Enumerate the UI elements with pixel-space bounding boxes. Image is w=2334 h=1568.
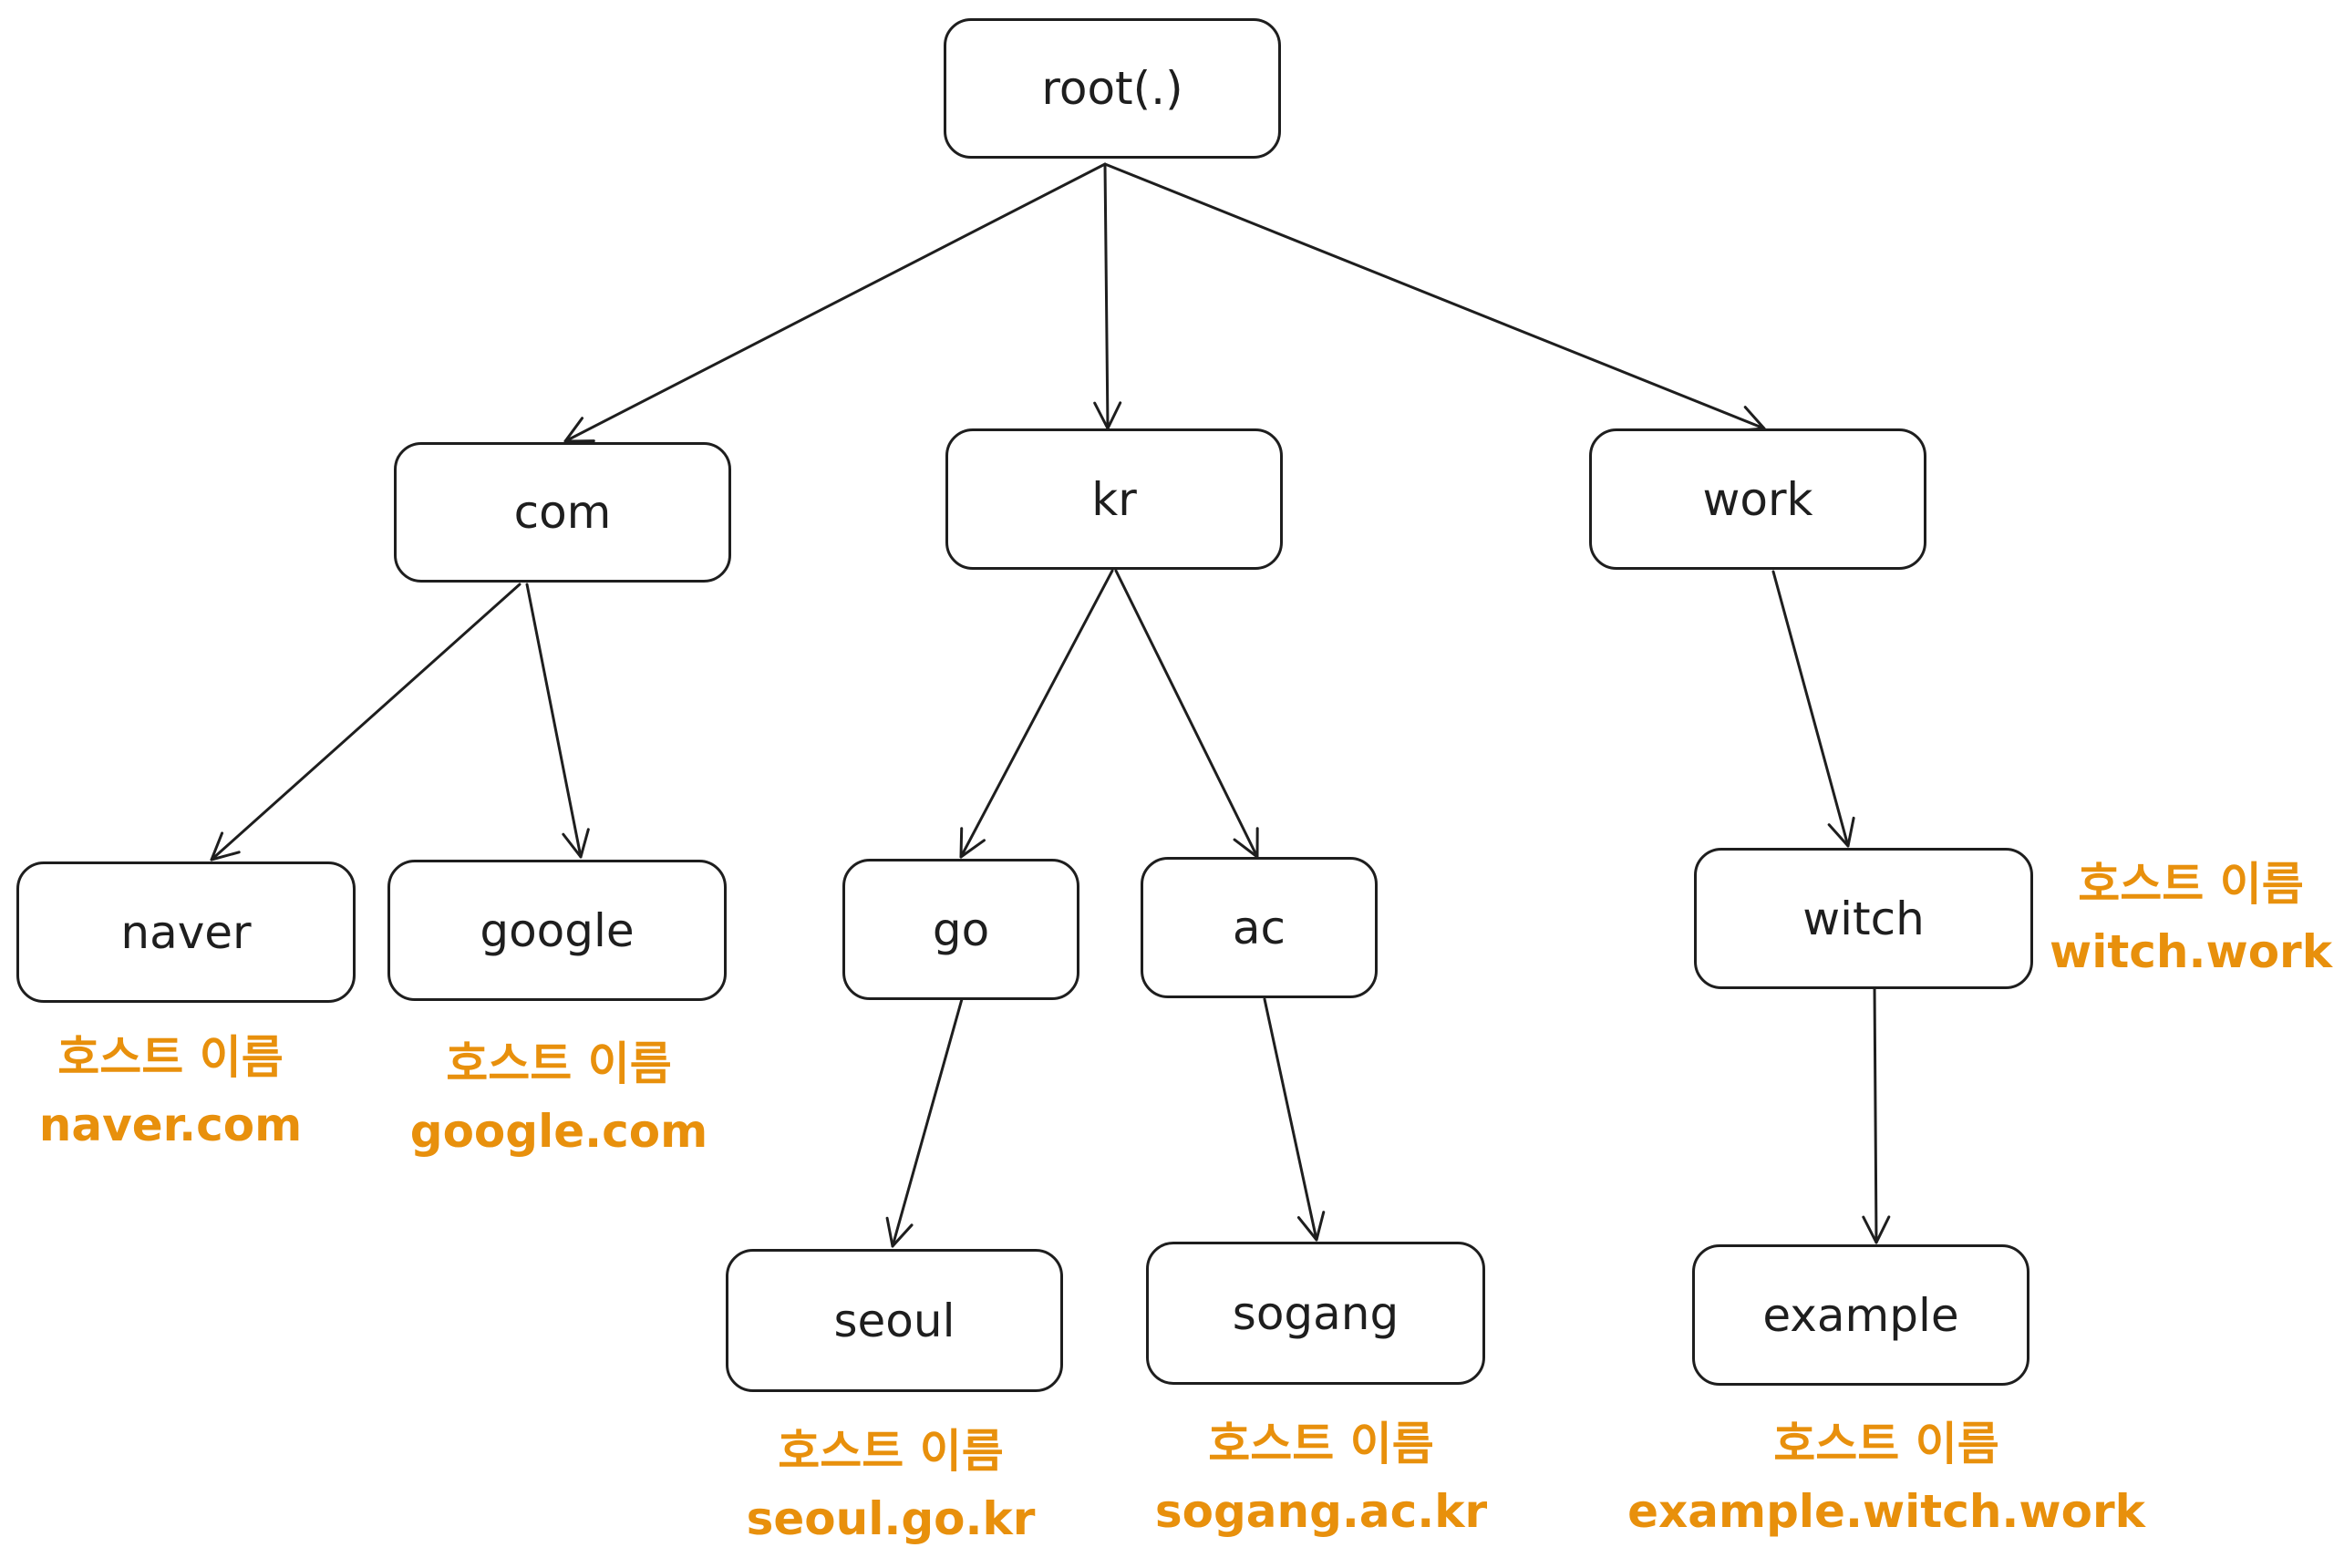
edge-ac-to-sogang bbox=[1263, 997, 1326, 1242]
hostname-value: google.com bbox=[409, 1105, 708, 1158]
hostname-caption: 호스트 이름 bbox=[57, 1031, 284, 1084]
edge-kr-to-ac bbox=[1114, 569, 1259, 859]
node-ac: ac bbox=[1141, 857, 1378, 998]
node-example: example bbox=[1692, 1244, 2029, 1386]
node-go: go bbox=[842, 859, 1079, 1000]
node-com: com bbox=[394, 442, 731, 583]
hostname-caption: 호스트 이름 bbox=[1773, 1418, 1999, 1470]
hostname-label-seoul: 호스트 이름 seoul.go.kr bbox=[747, 1418, 1036, 1553]
node-kr: kr bbox=[945, 428, 1283, 570]
edge-com-to-naver bbox=[210, 583, 522, 861]
node-work: work bbox=[1589, 428, 1926, 570]
edge-root-to-work bbox=[1103, 162, 1766, 433]
hostname-caption: 호스트 이름 bbox=[2078, 858, 2304, 911]
hostname-value: seoul.go.kr bbox=[746, 1492, 1036, 1545]
node-sogang: sogang bbox=[1146, 1242, 1485, 1385]
node-google: google bbox=[387, 860, 727, 1001]
hostname-value: example.witch.work bbox=[1627, 1485, 2145, 1538]
hostname-caption: 호스트 이름 bbox=[778, 1425, 1004, 1478]
hostname-value: witch.work bbox=[2050, 925, 2332, 978]
edge-com-to-google bbox=[525, 583, 590, 859]
node-seoul: seoul bbox=[726, 1249, 1063, 1392]
hostname-value: naver.com bbox=[38, 1099, 303, 1151]
edge-root-to-com bbox=[563, 162, 1107, 443]
hostname-label-example: 호스트 이름 example.witch.work bbox=[1627, 1410, 2145, 1545]
hostname-label-sogang: 호스트 이름 sogang.ac.kr bbox=[1155, 1410, 1487, 1545]
hostname-value: sogang.ac.kr bbox=[1154, 1485, 1488, 1538]
hostname-caption: 호스트 이름 bbox=[446, 1037, 672, 1090]
edge-go-to-seoul bbox=[885, 997, 964, 1248]
node-witch: witch bbox=[1694, 848, 2033, 989]
edge-kr-to-go bbox=[959, 569, 1114, 859]
edge-root-to-kr bbox=[1093, 162, 1122, 430]
edge-work-to-witch bbox=[1771, 570, 1855, 848]
hostname-label-google: 호스트 이름 google.com bbox=[410, 1030, 707, 1165]
node-root: root(.) bbox=[944, 18, 1281, 159]
hostname-label-witch: 호스트 이름 witch.work bbox=[2050, 851, 2332, 985]
node-naver: naver bbox=[16, 861, 356, 1003]
hostname-label-naver: 호스트 이름 naver.com bbox=[39, 1024, 302, 1159]
edge-witch-to-example bbox=[1862, 983, 1891, 1244]
edge-group bbox=[210, 162, 1891, 1248]
hostname-caption: 호스트 이름 bbox=[1208, 1418, 1434, 1470]
